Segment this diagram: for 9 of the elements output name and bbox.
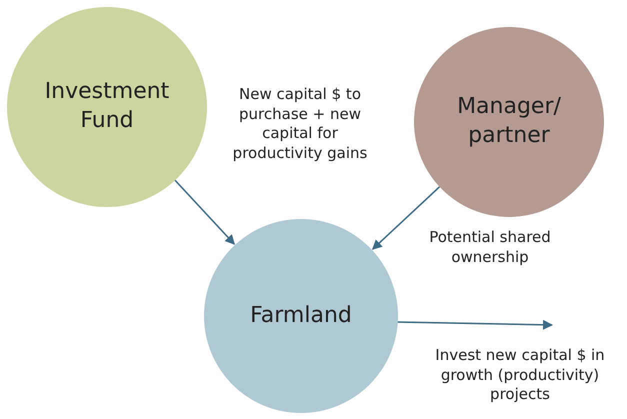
node-label: Investment Fund — [44, 78, 170, 135]
node-label: Farmland — [249, 302, 353, 330]
arrow — [174, 180, 235, 245]
edge-label: Potential shared ownership — [428, 228, 552, 267]
arrow — [372, 186, 440, 250]
node-label: Manager/ partner — [456, 93, 562, 150]
edge-label: New capital $ to purchase + new capital for productivity gains — [232, 85, 368, 163]
edge-label: Invest new capital $ in growth (productivity) projects — [434, 346, 606, 404]
arrow — [396, 320, 553, 330]
